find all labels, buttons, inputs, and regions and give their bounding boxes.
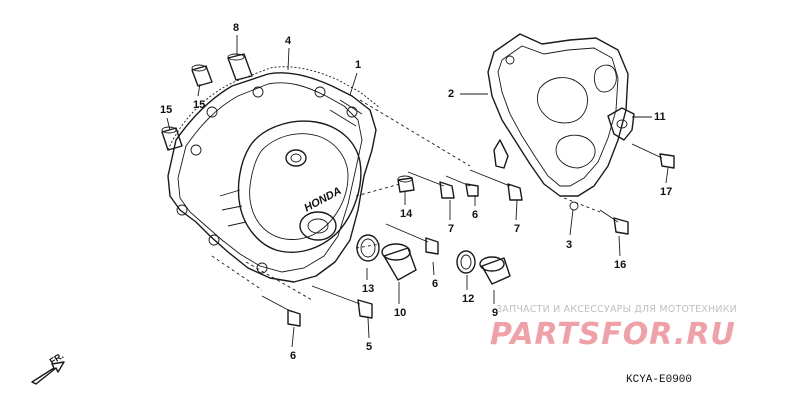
diagram-code: KCYA-E0900 <box>626 374 692 386</box>
callout-leader-c17 <box>665 167 669 184</box>
callout-label-c13: 13 <box>362 283 374 295</box>
front-direction-indicator: FR. <box>31 350 65 385</box>
dowel-pins <box>161 53 253 151</box>
callout-label-c7a: 7 <box>448 223 454 235</box>
callout-label-c15a: 15 <box>160 104 172 116</box>
bolts <box>261 143 675 327</box>
callout-leader-c16 <box>618 235 621 257</box>
callout-label-c6c: 6 <box>290 350 296 362</box>
callout-label-c16: 16 <box>614 259 626 271</box>
callout-label-c4: 4 <box>285 35 292 47</box>
callout-leader-c5 <box>367 317 370 339</box>
callout-label-c6b: 6 <box>432 278 438 290</box>
callout-label-c6a: 6 <box>472 209 478 221</box>
callout-label-c7b: 7 <box>514 223 520 235</box>
cover-brand-logo: HONDA <box>302 185 343 215</box>
callout-leader-c15b <box>197 83 201 97</box>
callout-label-c3: 3 <box>566 239 572 251</box>
callout-label-c14: 14 <box>400 208 413 220</box>
callout-leader-c4 <box>287 47 290 71</box>
callout-leader-c7b <box>515 199 518 221</box>
callout-label-c2: 2 <box>448 88 454 100</box>
watermark-caption: ЗАПЧАСТИ И АКСЕССУАРЫ ДЛЯ МОТОТЕХНИКИ <box>496 304 737 315</box>
callout-label-c9: 9 <box>492 307 498 319</box>
callout-leader-c3 <box>569 209 574 236</box>
callout-leader-c15a <box>166 117 171 131</box>
sprocket-cover-part-2-3 <box>487 33 635 211</box>
callout-label-c12: 12 <box>462 293 474 305</box>
callout-label-c10: 10 <box>394 307 406 319</box>
callout-label-c5: 5 <box>366 341 372 353</box>
callout-leader-c6b <box>432 261 435 276</box>
watermark-logo: PARTSFOR.RU <box>490 317 736 352</box>
callout-label-c17: 17 <box>660 186 672 198</box>
callout-label-c15b: 15 <box>193 99 205 111</box>
callout-leader-c6c <box>291 326 295 348</box>
callout-label-c11: 11 <box>654 111 666 123</box>
caps-and-orings <box>356 234 511 285</box>
assembly-guide-lines <box>211 99 601 301</box>
callout-label-c8: 8 <box>233 22 239 34</box>
callout-leaders <box>166 35 669 348</box>
callout-label-c1: 1 <box>355 59 361 71</box>
callout-leader-c1 <box>349 72 358 96</box>
